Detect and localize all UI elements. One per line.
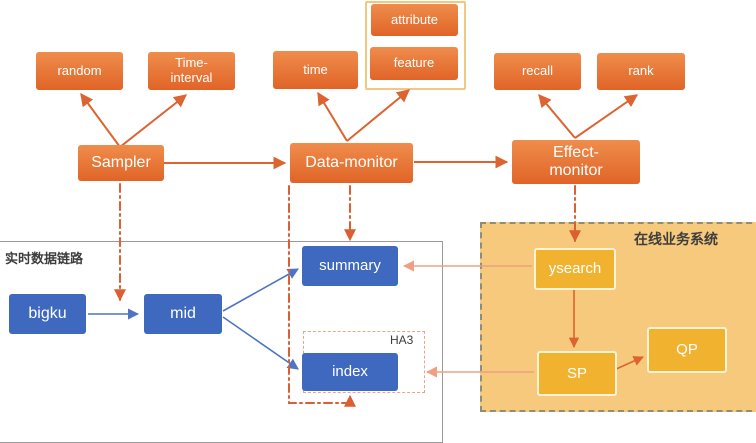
node-effect-monitor: Effect- monitor [512,140,640,184]
node-qp: QP [647,327,727,373]
arrow-sampler-to-random [80,92,121,148]
node-time: time [273,51,358,89]
node-mid: mid [144,294,222,334]
node-ysearch: ysearch [534,248,616,290]
node-attribute: attribute [371,4,458,36]
arrow-sampler-to-time-interval [119,94,188,148]
node-recall: recall [494,53,581,90]
arrow-effect-monitor-to-recall [538,94,576,139]
node-sampler: Sampler [78,145,164,181]
arrow-data-monitor-to-time [317,91,348,142]
node-bigku: bigku [9,294,86,334]
arrow-data-monitor-to-feature [346,89,411,142]
node-feature: feature [370,47,458,80]
arrow-effect-monitor-to-rank [574,94,639,139]
ha3-label: HA3 [390,333,414,347]
node-index: index [302,353,398,391]
node-random: random [36,52,123,90]
online-business-system-label: 在线业务系统 [634,231,718,247]
node-data-monitor: Data-monitor [290,143,413,183]
node-summary: summary [302,246,398,286]
realtime-data-link-label: 实时数据链路 [5,251,84,266]
online-business-system-group [480,222,756,412]
node-sp: SP [537,351,617,396]
node-rank: rank [597,53,685,90]
node-time-interval: Time- interval [148,52,235,90]
